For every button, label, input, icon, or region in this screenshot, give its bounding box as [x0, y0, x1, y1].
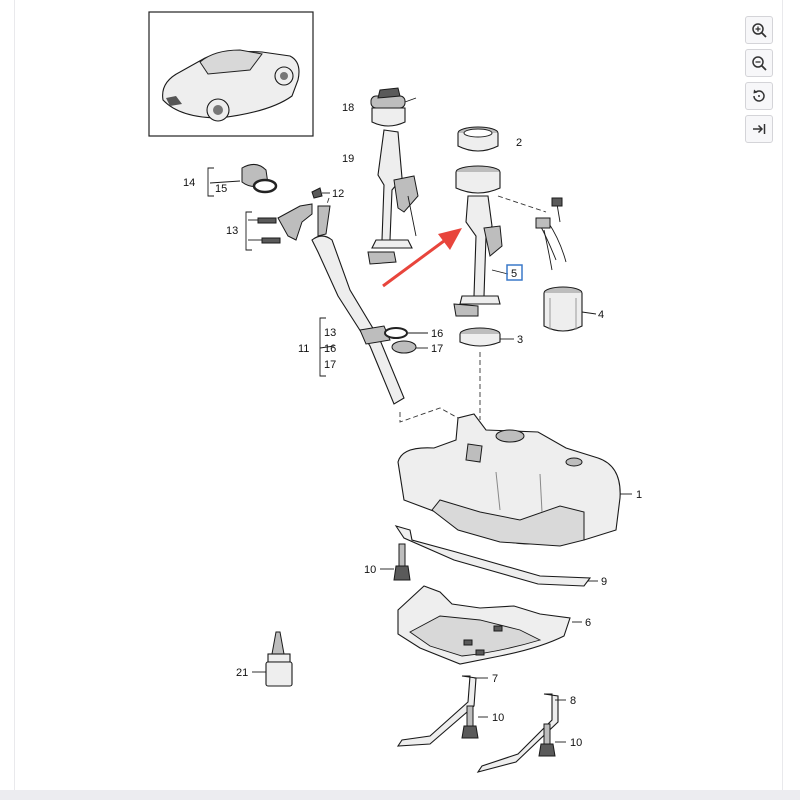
part-3-seal-ring	[459, 327, 514, 347]
callout-7: 7	[492, 673, 498, 685]
callout-15: 15	[215, 183, 227, 195]
rotate-button[interactable]	[745, 82, 773, 110]
callout-1: 1	[636, 489, 642, 501]
part-6-heat-shield	[397, 585, 582, 665]
zoom-in-icon	[752, 23, 767, 38]
part-10-bolt-b	[461, 705, 488, 739]
zoom-out-icon	[752, 56, 767, 71]
callout-9: 9	[601, 576, 607, 588]
expand-button[interactable]	[745, 115, 773, 143]
callout-10-top: 10	[364, 564, 376, 576]
callout-2: 2	[516, 137, 522, 149]
callout-19: 19	[342, 153, 354, 165]
image-toolbar	[745, 16, 775, 148]
part-10-bolt-a	[380, 543, 411, 581]
dash-line-4	[497, 195, 547, 213]
part-1-fuel-tank	[397, 413, 632, 547]
left-divider	[14, 0, 15, 790]
callout-17-group: 17	[324, 359, 336, 371]
rotate-icon	[753, 89, 765, 102]
part-14-15-filler-cap	[209, 164, 278, 194]
callout-10-mid: 10	[492, 712, 504, 724]
part-16-17-seals	[384, 327, 428, 354]
callout-5: 5	[511, 268, 517, 280]
part-9-tank-strap	[394, 525, 598, 587]
bottom-scrollbar-area	[0, 790, 800, 800]
group-bracket-14-15	[207, 167, 214, 197]
indicator-arrow	[382, 228, 462, 288]
part-11-filler-pipe	[311, 235, 405, 405]
zoom-in-button[interactable]	[745, 16, 773, 44]
highlight-box-5	[506, 264, 523, 281]
callout-14: 14	[183, 177, 195, 189]
callout-17: 17	[431, 343, 443, 355]
dash-line-11	[399, 407, 459, 423]
callout-18: 18	[342, 102, 354, 114]
zoom-out-button[interactable]	[745, 49, 773, 77]
callout-10-bottom: 10	[570, 737, 582, 749]
group-bracket-13	[245, 211, 252, 251]
part-13-bracket	[248, 203, 331, 244]
part-19-sender-unit	[367, 129, 419, 265]
callout-11: 11	[298, 343, 309, 355]
part-8-strap	[476, 693, 566, 773]
part-4-fuel-pump	[535, 197, 597, 332]
callout-16: 16	[431, 328, 443, 340]
right-divider	[782, 0, 783, 790]
part-5-pump-module	[453, 165, 509, 317]
car-thumbnail	[148, 11, 314, 137]
callout-12: 12	[332, 188, 344, 200]
callout-3: 3	[517, 334, 523, 346]
callout-21: 21	[236, 667, 248, 679]
callout-13-group: 13	[324, 327, 336, 339]
callout-6: 6	[585, 617, 591, 629]
part-7-strap	[396, 675, 488, 747]
part-18-sender-flange	[370, 87, 417, 127]
expand-icon	[753, 124, 766, 134]
callout-4: 4	[598, 309, 604, 321]
callout-13-top: 13	[226, 225, 238, 237]
group-bracket-11	[319, 317, 326, 377]
callout-8: 8	[570, 695, 576, 707]
part-21-sealant-tube	[252, 631, 293, 687]
part-2-lock-ring	[457, 126, 499, 152]
part-10-bolt-c	[538, 723, 566, 757]
part-12-clip	[311, 187, 330, 199]
callout-16-group: 16	[324, 343, 336, 355]
